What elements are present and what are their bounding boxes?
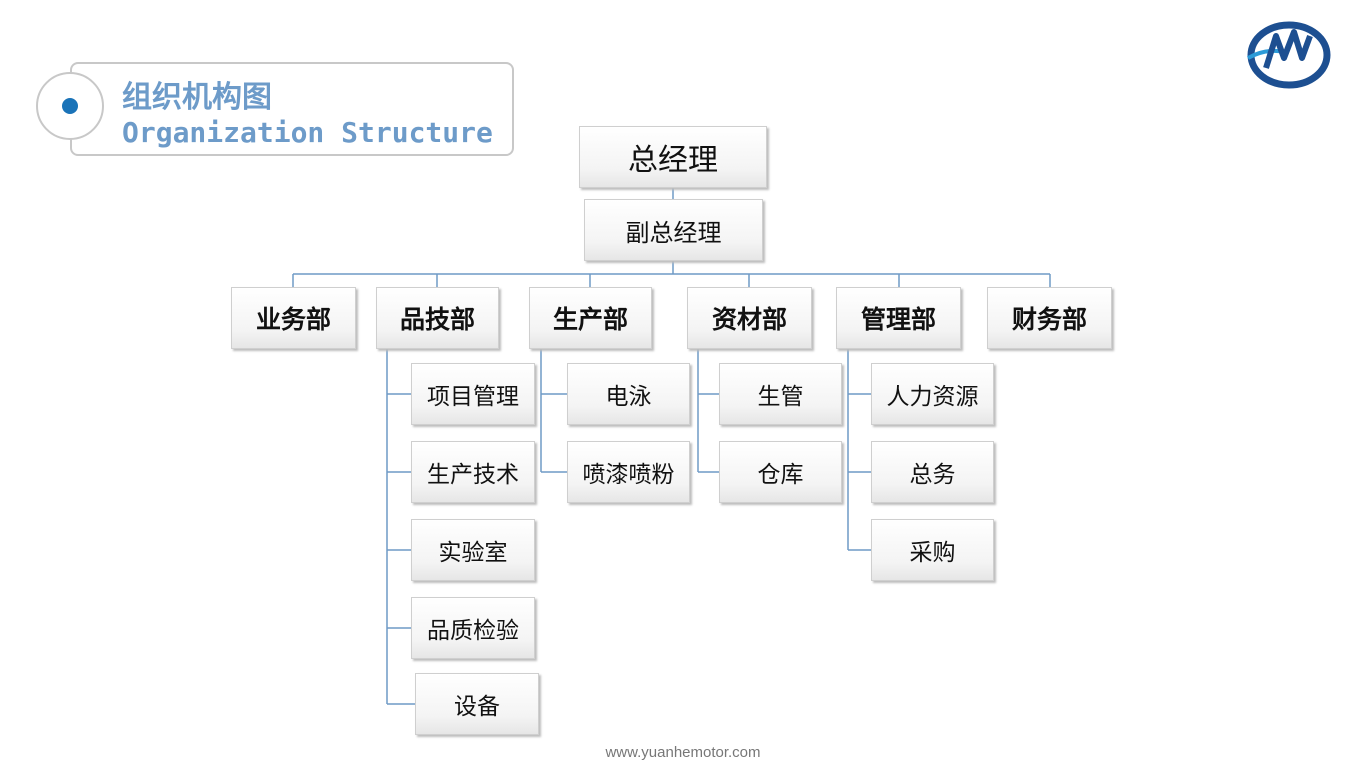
node-general-manager: 总经理 [579,126,767,188]
node-dept-finance: 财务部 [987,287,1112,349]
page-title-chinese: 组织机构图 [122,80,272,115]
node-dept-materials: 资材部 [687,287,812,349]
footer-website: www.yuanhemotor.com [605,744,761,761]
node-dept-sales: 业务部 [231,287,356,349]
company-logo-icon [1247,21,1331,89]
node-deputy-general-manager: 副总经理 [584,199,763,261]
node-unit-equipment: 设备 [415,673,539,735]
node-unit-general-affairs: 总务 [871,441,994,503]
title-bullet-circle [36,72,104,140]
node-dept-production: 生产部 [529,287,652,349]
node-unit-project-management: 项目管理 [411,363,535,425]
page-title-english: Organization Structure [122,116,493,149]
title-frame [70,62,514,156]
node-unit-laboratory: 实验室 [411,519,535,581]
node-unit-warehouse: 仓库 [719,441,842,503]
node-unit-quality-inspection: 品质检验 [411,597,535,659]
node-dept-management: 管理部 [836,287,961,349]
title-bullet-dot [62,98,78,114]
node-unit-purchasing: 采购 [871,519,994,581]
node-unit-human-resources: 人力资源 [871,363,994,425]
node-unit-production-control: 生管 [719,363,842,425]
node-unit-painting-powder: 喷漆喷粉 [567,441,690,503]
node-unit-production-tech: 生产技术 [411,441,535,503]
node-unit-electrophoresis: 电泳 [567,363,690,425]
node-dept-quality-tech: 品技部 [376,287,499,349]
